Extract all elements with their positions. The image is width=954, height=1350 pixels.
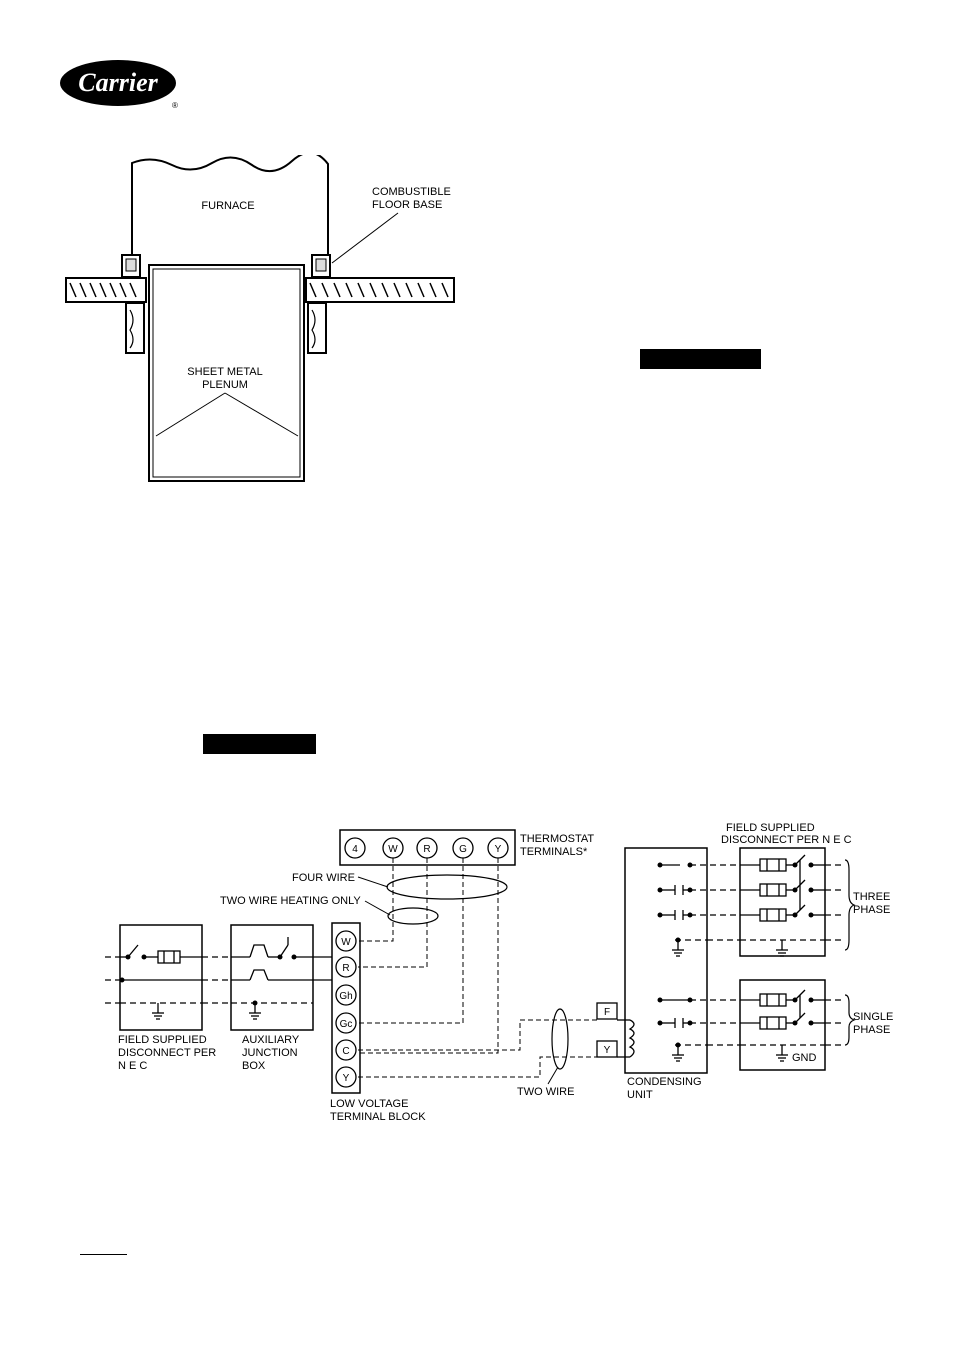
two-wire-heating-bundle bbox=[387, 907, 439, 925]
four-wire-label: FOUR WIRE bbox=[292, 872, 355, 884]
field-disconnect-right-label-line2: DISCONNECT PER N E C bbox=[721, 834, 852, 846]
aux-junction-label-line1: AUXILIARY bbox=[242, 1034, 300, 1046]
plenum-label-line2: PLENUM bbox=[202, 379, 248, 391]
low-voltage-label-line1: LOW VOLTAGE bbox=[330, 1098, 408, 1110]
low-voltage-terminals: W R Gh Gc C Y bbox=[335, 930, 357, 1088]
contactor-coil bbox=[628, 1019, 635, 1058]
condensing-terminal-f: F bbox=[604, 1007, 610, 1018]
low-voltage-label-line2: TERMINAL BLOCK bbox=[330, 1111, 426, 1123]
two-wire-bundle bbox=[551, 1008, 569, 1070]
floor-right bbox=[305, 277, 455, 303]
two-wire-to-condensing bbox=[358, 1019, 597, 1078]
thermostat-terminals: 4 W R G Y bbox=[344, 837, 509, 859]
four-wire-bundle bbox=[386, 874, 508, 900]
lv-terminal-gh: Gh bbox=[339, 991, 352, 1002]
condensing-label-line1: CONDENSING bbox=[627, 1076, 702, 1088]
two-wire-heating-label: TWO WIRE HEATING ONLY bbox=[220, 895, 361, 907]
single-phase-label-line2: PHASE bbox=[853, 1024, 890, 1036]
field-disconnect-left-label-line1: FIELD SUPPLIED bbox=[118, 1034, 207, 1046]
aux-junction-label-line3: BOX bbox=[242, 1060, 266, 1072]
joist-left bbox=[125, 302, 145, 354]
lv-terminal-gc: Gc bbox=[340, 1019, 353, 1030]
thermostat-wires bbox=[358, 858, 499, 1054]
wiring-diagram-figure: 4 W R G Y THERMOSTAT TERMINALS* FOUR WIR… bbox=[105, 822, 893, 1123]
floor-base-label-line1: COMBUSTIBLE bbox=[372, 186, 451, 198]
plenum-label-line1: SHEET METAL bbox=[187, 366, 262, 378]
field-disconnect-left-label-line3: N E C bbox=[118, 1060, 147, 1072]
logo-text: Carrier bbox=[78, 68, 158, 97]
three-phase-brace bbox=[844, 859, 856, 951]
gnd-label: GND bbox=[792, 1052, 817, 1064]
thermostat-terminal-strip bbox=[339, 829, 516, 866]
condensing-unit-box bbox=[624, 847, 708, 1074]
thermostat-terminal-4: 4 bbox=[352, 844, 358, 855]
aux-junction-label-line2: JUNCTION bbox=[242, 1047, 298, 1059]
field-disconnect-left-box bbox=[119, 924, 203, 1031]
thermostat-terminal-g: G bbox=[459, 844, 467, 855]
lv-terminal-w: W bbox=[341, 937, 351, 948]
three-phase-label-line1: THREE bbox=[853, 891, 890, 903]
furnace-body bbox=[131, 155, 329, 255]
joist-right bbox=[307, 302, 327, 354]
condensing-terminal-y: Y bbox=[604, 1045, 611, 1056]
thermostat-terminal-r: R bbox=[423, 844, 430, 855]
field-disconnect-single-phase-box bbox=[739, 979, 826, 1071]
thermostat-terminal-y: Y bbox=[495, 844, 502, 855]
field-disconnect-left-label-line2: DISCONNECT PER bbox=[118, 1047, 216, 1059]
low-voltage-terminal-block bbox=[331, 922, 361, 1094]
footer-rule bbox=[80, 1254, 127, 1255]
three-phase-label-line2: PHASE bbox=[853, 904, 890, 916]
sheet-metal-plenum bbox=[148, 264, 305, 482]
condensing-label-line2: UNIT bbox=[627, 1089, 653, 1101]
auxiliary-junction-box bbox=[230, 924, 314, 1031]
lv-terminal-r: R bbox=[342, 963, 349, 974]
lv-terminal-y: Y bbox=[343, 1073, 350, 1084]
furnace-label: FURNACE bbox=[201, 200, 254, 212]
redacted-block-bottom bbox=[203, 734, 316, 754]
lv-terminal-c: C bbox=[342, 1046, 349, 1057]
thermostat-label-line2: TERMINALS* bbox=[520, 846, 588, 858]
condensing-terminal-f-box bbox=[596, 1002, 618, 1020]
floor-base-label-line2: FLOOR BASE bbox=[372, 199, 442, 211]
carrier-logo: Carrier ® bbox=[60, 60, 178, 110]
furnace-floor-base-figure: FURNACE SHEET METAL PLENUM COMBUSTIBLE F… bbox=[65, 155, 455, 482]
single-phase-label-line1: SINGLE bbox=[853, 1011, 893, 1023]
floor-left bbox=[65, 277, 147, 303]
field-disconnect-right-label-line1: FIELD SUPPLIED bbox=[726, 822, 815, 834]
two-wire-label: TWO WIRE bbox=[517, 1086, 574, 1098]
redacted-block-top bbox=[640, 349, 761, 369]
single-phase-brace bbox=[844, 994, 856, 1046]
logo-registered-mark: ® bbox=[172, 101, 178, 110]
condensing-terminal-y-box bbox=[596, 1040, 618, 1058]
thermostat-label-line1: THERMOSTAT bbox=[520, 833, 594, 845]
thermostat-terminal-w: W bbox=[388, 844, 398, 855]
